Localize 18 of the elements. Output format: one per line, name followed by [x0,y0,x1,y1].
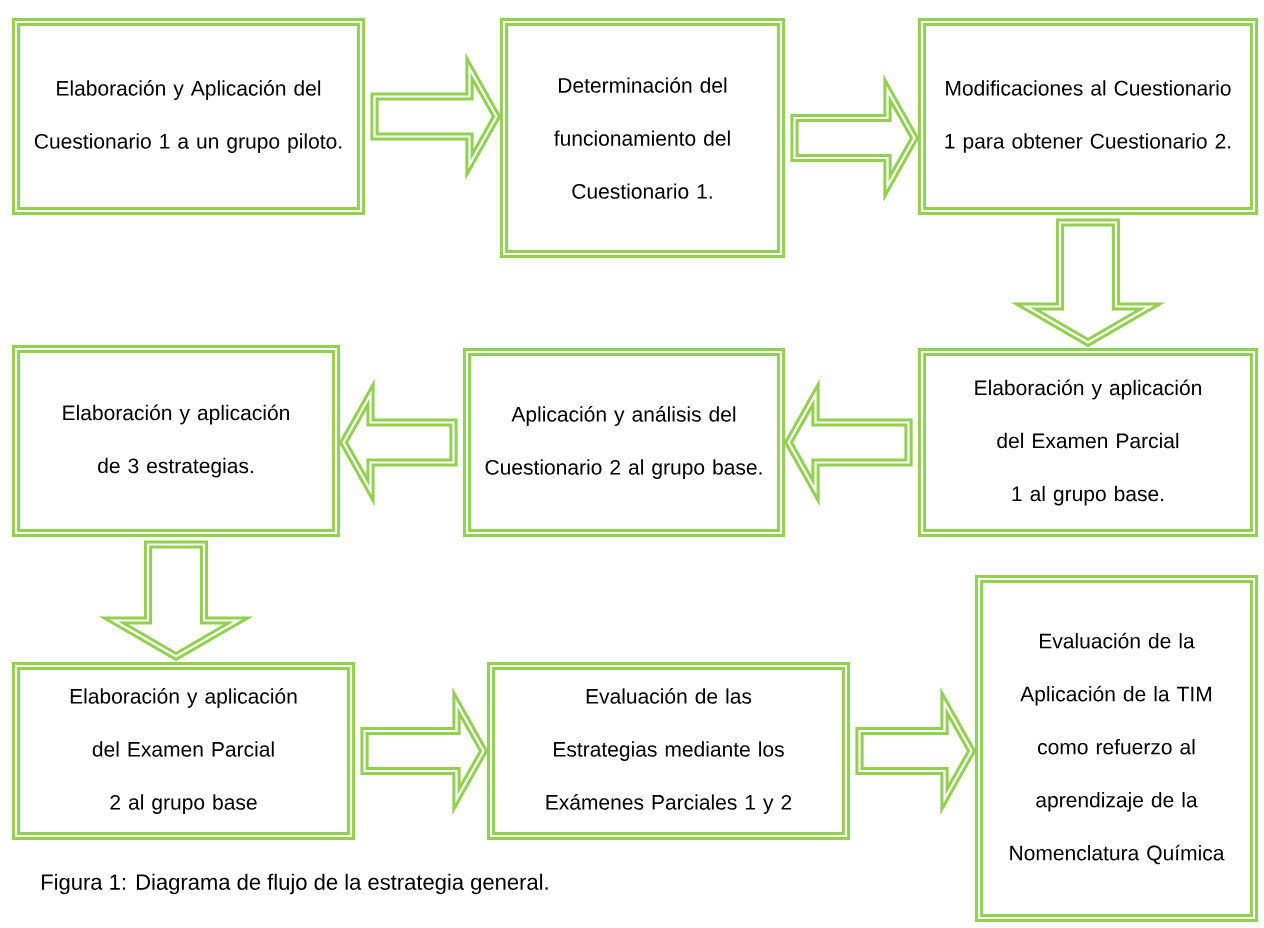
block-arrow [783,378,913,507]
block-arrow [790,74,920,202]
figure-caption: Figura 1: Diagrama de flujo de la estrategia general. [42,873,548,895]
process-box: Aplicación y análisis del Cuestionario 2 al grupo base. [462,347,786,538]
block-arrow [98,540,254,662]
block-arrow [338,378,458,507]
process-box: Evaluación de la Aplicación de la TIM como refuerzo al aprendizaje de la Nomenclatura Química [974,574,1259,923]
process-box: Modificaciones al Cuestionario 1 para obtener Cuestionario 2. [917,17,1259,216]
process-box: Elaboración y aplicación del Examen Parcial 2 al grupo base [11,661,356,841]
process-box: Determinación del funcionamiento del Cuestionario 1. [499,17,786,259]
process-box: Elaboración y aplicación del Examen Parcial 1 al grupo base. [917,347,1259,538]
process-box: Evaluación de las Estrategias mediante los Exámenes Parciales 1 y 2 [486,661,851,841]
block-arrow [855,687,977,815]
process-box: Elaboración y aplicación de 3 estrategias. [11,344,341,538]
block-arrow [370,52,502,181]
process-box: Elaboración y Aplicación del Cuestionario 1 a un grupo piloto. [11,17,366,216]
block-arrow [1010,218,1166,348]
block-arrow [360,687,489,815]
